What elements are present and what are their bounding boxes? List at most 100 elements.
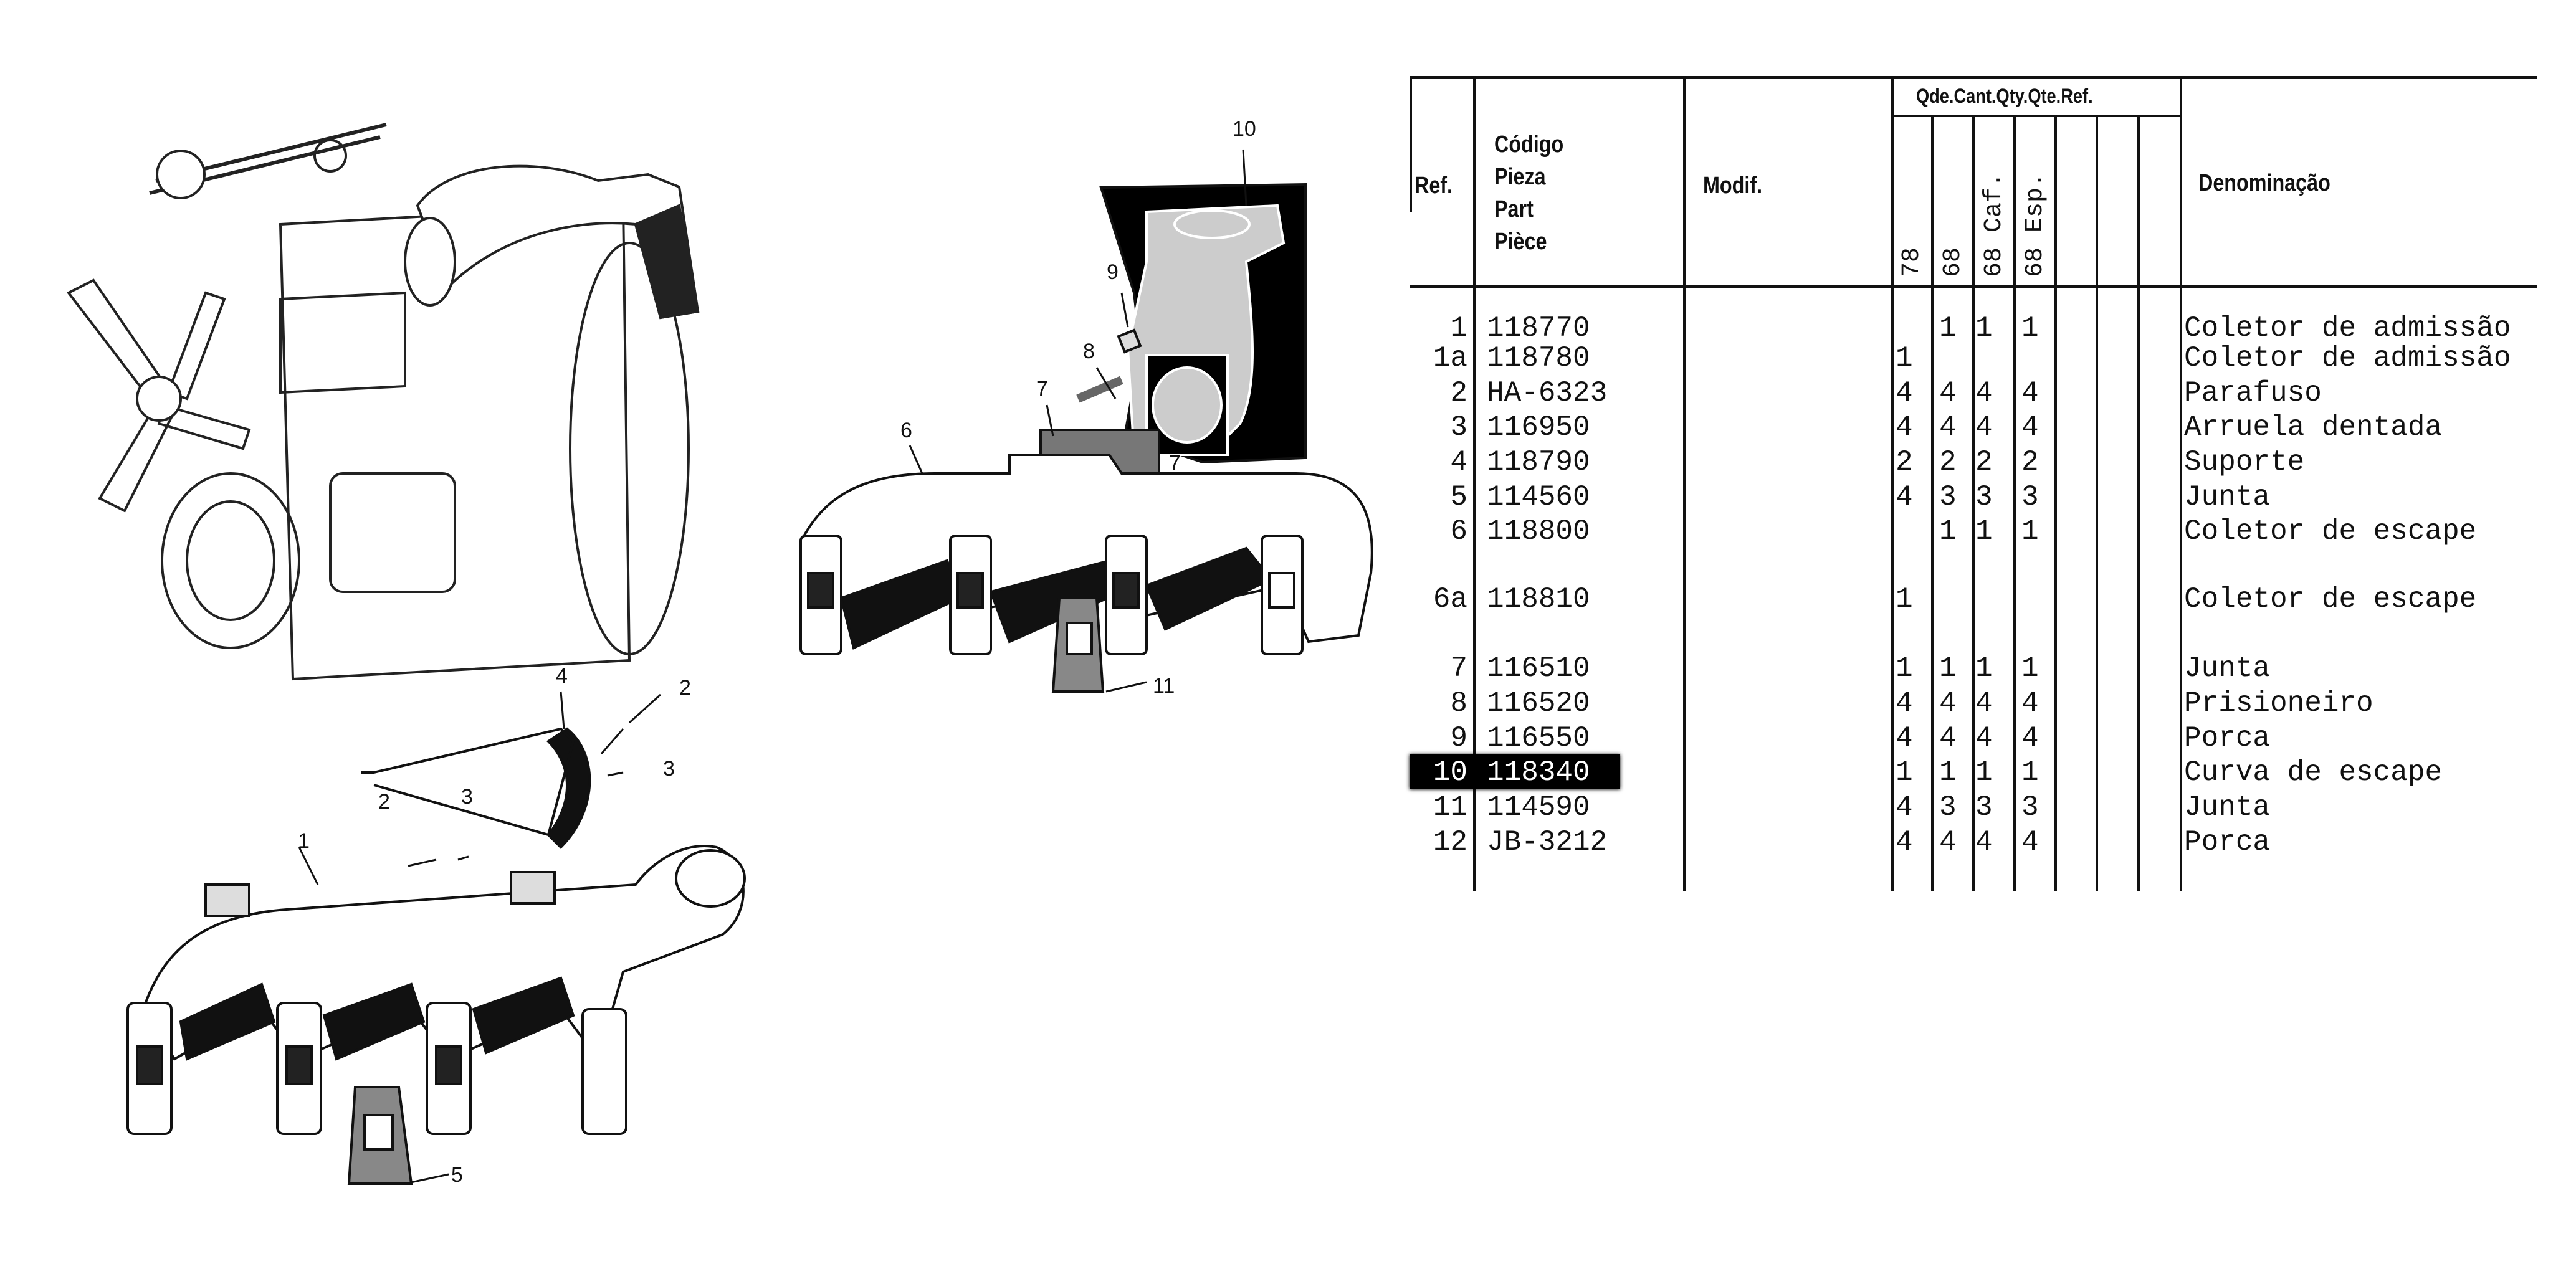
qty-cell: 4 [1896, 722, 1913, 754]
ref-cell: 6 [1450, 515, 1467, 548]
col-rule [1891, 78, 1894, 891]
callout-4: 4 [556, 664, 568, 688]
header-modif: Modif. [1703, 173, 1763, 199]
code-cell: 116550 [1487, 722, 1590, 754]
col-rule [2180, 78, 2182, 891]
qty-cell: 4 [1975, 826, 1993, 858]
qty-col-68-esp: 68 Esp. [2021, 172, 2049, 277]
col-rule [2137, 116, 2140, 891]
qty-cell: 4 [2021, 411, 2039, 444]
qty-cell: 4 [1939, 826, 1957, 858]
callout-1: 1 [298, 829, 310, 853]
denomination-cell: Junta [2184, 652, 2271, 685]
qty-cell: 1 [1939, 515, 1957, 548]
denomination-cell: Coletor de escape [2184, 583, 2477, 615]
qty-cell: 1 [2021, 756, 2039, 789]
qty-cell: 1 [1896, 652, 1913, 685]
header-code: Código Pieza Part Pièce [1494, 128, 1563, 258]
qty-cell: 4 [2021, 687, 2039, 720]
qty-cell: 2 [1939, 446, 1957, 478]
qty-cell: 4 [1939, 377, 1957, 409]
qty-cell: 3 [2021, 481, 2039, 513]
qty-cell: 1 [2021, 515, 2039, 548]
header-ref: Ref. [1414, 173, 1453, 199]
ref-cell: 4 [1450, 446, 1467, 478]
denomination-cell: Parafuso [2184, 377, 2322, 409]
col-rule [2096, 116, 2098, 891]
ref-cell: 6a [1433, 583, 1467, 615]
exhaust-drawing [799, 149, 1373, 693]
col-rule [1931, 116, 1934, 891]
ref-cell: 5 [1450, 481, 1467, 513]
qty-cell: 3 [1939, 791, 1957, 824]
denomination-cell: Coletor de escape [2184, 515, 2477, 548]
code-cell: 118780 [1487, 342, 1590, 374]
qty-cell: 1 [1975, 756, 1993, 789]
header-code-line: Part [1494, 196, 1534, 222]
callout-5: 5 [451, 1163, 463, 1187]
qty-cell: 3 [2021, 791, 2039, 824]
callout-11: 11 [1153, 674, 1175, 698]
ref-cell: 11 [1433, 791, 1467, 824]
engine-drawing [66, 123, 700, 681]
qty-cell: 2 [1896, 446, 1913, 478]
table-top-rule [1410, 76, 2537, 79]
denomination-cell: Porca [2184, 722, 2271, 754]
callout-7: 7 [1036, 377, 1048, 401]
qty-cell: 1 [1896, 342, 1913, 374]
qty-cell: 4 [2021, 722, 2039, 754]
code-cell: 118800 [1487, 515, 1590, 548]
qty-cell: 3 [1975, 481, 1993, 513]
code-cell: 116950 [1487, 411, 1590, 444]
callout-2a: 2 [679, 676, 691, 700]
qty-cell: 4 [1975, 377, 1993, 409]
callout-9: 9 [1107, 260, 1119, 284]
denomination-cell: Prisioneiro [2184, 687, 2373, 720]
denomination-cell: Curva de escape [2184, 756, 2443, 789]
callout-3a: 3 [663, 757, 675, 781]
ref-cell: 2 [1450, 377, 1467, 409]
code-cell: 118790 [1487, 446, 1590, 478]
qty-cell: 2 [1975, 446, 1993, 478]
ref-cell: 7 [1450, 652, 1467, 685]
code-cell: 118340 [1487, 756, 1590, 789]
col-rule [1683, 78, 1686, 891]
code-cell: HA-6323 [1487, 377, 1608, 409]
code-cell: 118810 [1487, 583, 1590, 615]
qty-cell: 4 [1896, 377, 1913, 409]
qty-cell: 1 [1939, 756, 1957, 789]
denomination-cell: Arruela dentada [2184, 411, 2443, 444]
qty-cell: 1 [2021, 312, 2039, 345]
qty-cell: 4 [1896, 687, 1913, 720]
qty-cell: 1 [1975, 312, 1993, 345]
header-qty-group: Qde.Cant.Qty.Qte.Ref. [1916, 85, 2093, 107]
qty-col-68: 68 [1939, 247, 1967, 277]
qty-cell: 1 [2021, 652, 2039, 685]
ref-cell: 9 [1450, 722, 1467, 754]
qty-cell: 4 [1896, 411, 1913, 444]
qty-cell: 1 [1975, 515, 1993, 548]
ref-cell: 10 [1433, 756, 1467, 789]
callout-10: 10 [1233, 117, 1256, 141]
intake-drawing [126, 691, 746, 1185]
qty-cell: 1 [1896, 756, 1913, 789]
qty-cell: 4 [1896, 481, 1913, 513]
qty-cell: 1 [1975, 652, 1993, 685]
qty-col-68-caf: 68 Caf. [1980, 172, 2008, 277]
callout-7b: 7 [1169, 451, 1181, 475]
